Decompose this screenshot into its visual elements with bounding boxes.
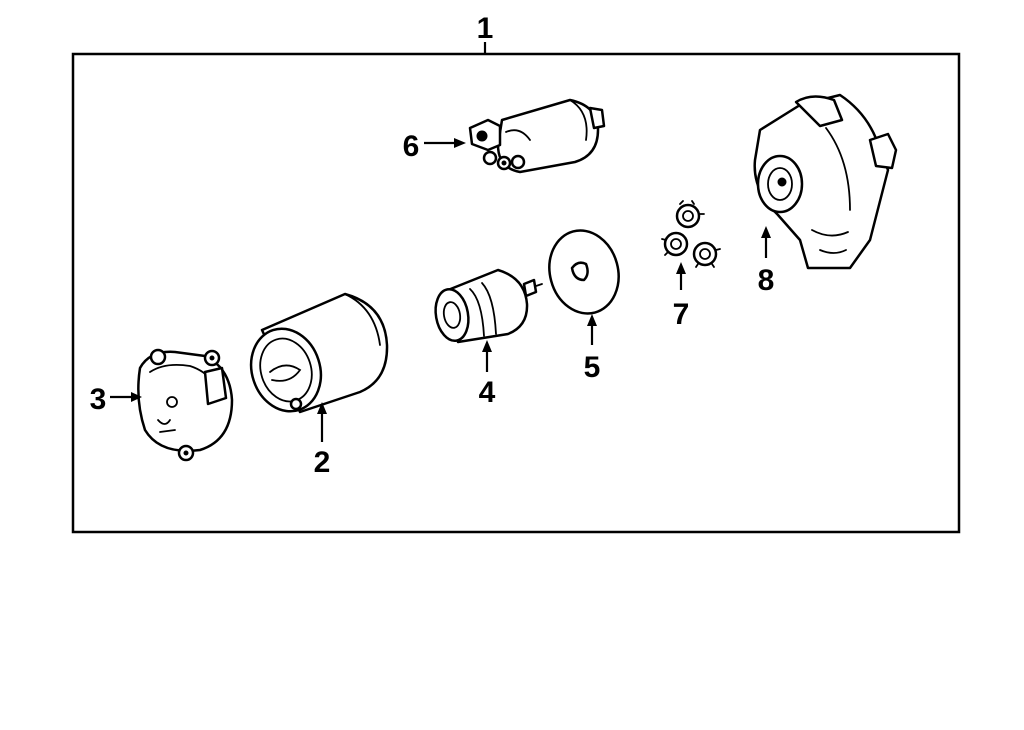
arrowhead-4 <box>482 340 492 352</box>
arrowhead-6 <box>454 138 466 148</box>
part-3-end-cover[interactable] <box>137 348 234 462</box>
arrowhead-8 <box>761 226 771 238</box>
callout-6[interactable]: 6 <box>403 130 420 163</box>
callout-8[interactable]: 8 <box>758 264 775 297</box>
arrowhead-3 <box>131 392 142 402</box>
callout-7[interactable]: 7 <box>673 298 690 331</box>
callout-4[interactable]: 4 <box>479 376 496 409</box>
part-5-plate[interactable] <box>540 223 627 322</box>
callout-5[interactable]: 5 <box>584 351 601 384</box>
part-8-drive-housing[interactable] <box>753 93 898 270</box>
callout-2[interactable]: 2 <box>314 446 331 479</box>
part-6-solenoid[interactable] <box>468 98 606 174</box>
part-7-planetary-gears[interactable] <box>661 200 721 268</box>
assembly-frame <box>71 52 961 534</box>
callout-3[interactable]: 3 <box>90 383 107 416</box>
arrowhead-2 <box>317 402 327 414</box>
callout-1[interactable]: 1 <box>477 12 494 45</box>
part-2-yoke-housing[interactable] <box>241 292 389 420</box>
part-4-armature[interactable] <box>432 268 543 344</box>
arrowhead-5 <box>587 314 597 326</box>
arrowhead-7 <box>676 262 686 274</box>
